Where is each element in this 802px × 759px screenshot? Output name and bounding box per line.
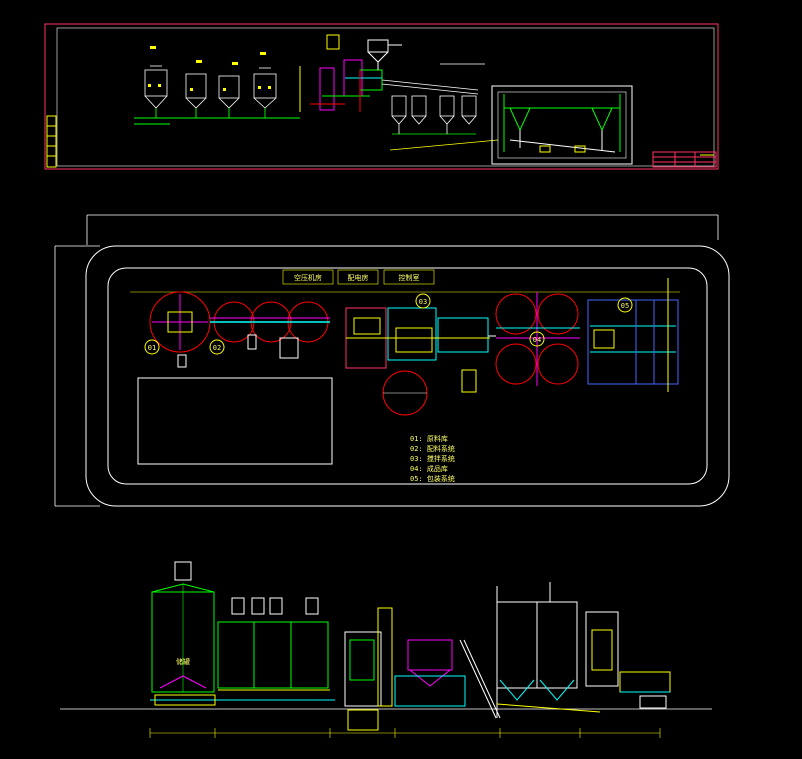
legend-line-4: 04: 成品库 [410,464,448,473]
legend-line-1: 01: 原料库 [410,434,448,443]
elevation-sheet: 储罐 [60,561,712,738]
marker-02-label: 02 [213,344,221,352]
plan-silos [149,291,330,368]
plan-packaging [587,278,679,392]
plan-marker-03: 03 [415,293,431,309]
legend-line-3: 03: 搅拌系统 [410,454,455,463]
plan-legend: 01: 原料库 02: 配料系统 03: 搅拌系统 04: 成品库 05: 包装… [410,434,455,483]
elevation-batch-bins [150,597,335,706]
room-label-2: 配电房 [348,273,369,282]
legend-line-2: 02: 配料系统 [410,444,455,453]
plan-sheet: 01 02 03 04 05 空压机房 配电房 控制室 01: 原料库 02: … [54,214,730,507]
tank-label: 储罐 [176,657,190,666]
plan-product-silos [495,292,580,386]
room-label-3: 控制室 [399,273,420,282]
legend-line-5: 05: 包装系统 [410,474,455,483]
elevation-product-silos [496,582,601,718]
plan-process-zone [345,307,496,416]
flow-packaging-house [491,85,633,165]
elevation-packaging-line [585,611,671,709]
marker-03-label: 03 [419,298,427,306]
plan-marker-01: 01 [144,339,160,355]
flow-sheet-inner-frame [56,27,715,167]
plan-marker-05: 05 [617,297,633,313]
flow-conveyor [381,63,499,151]
room-label-1: 空压机房 [294,273,322,282]
plan-marker-04: 04 [529,331,545,347]
plan-road-inner [107,267,708,485]
marker-04-label: 04 [533,336,541,344]
elevation-storage-tank: 储罐 [151,561,215,693]
marker-05-label: 05 [621,302,629,310]
plan-road-outer [85,245,730,507]
flow-sheet [44,23,719,170]
elevation-mixer-tower [344,607,501,731]
plan-empty-zone [137,377,333,465]
flow-sheet-side-strip [46,115,57,168]
flow-sheet-frame [44,23,719,170]
plan-marker-02: 02 [209,339,225,355]
title-block [652,151,717,168]
flow-bins [391,95,477,135]
marker-01-label: 01 [148,344,156,352]
